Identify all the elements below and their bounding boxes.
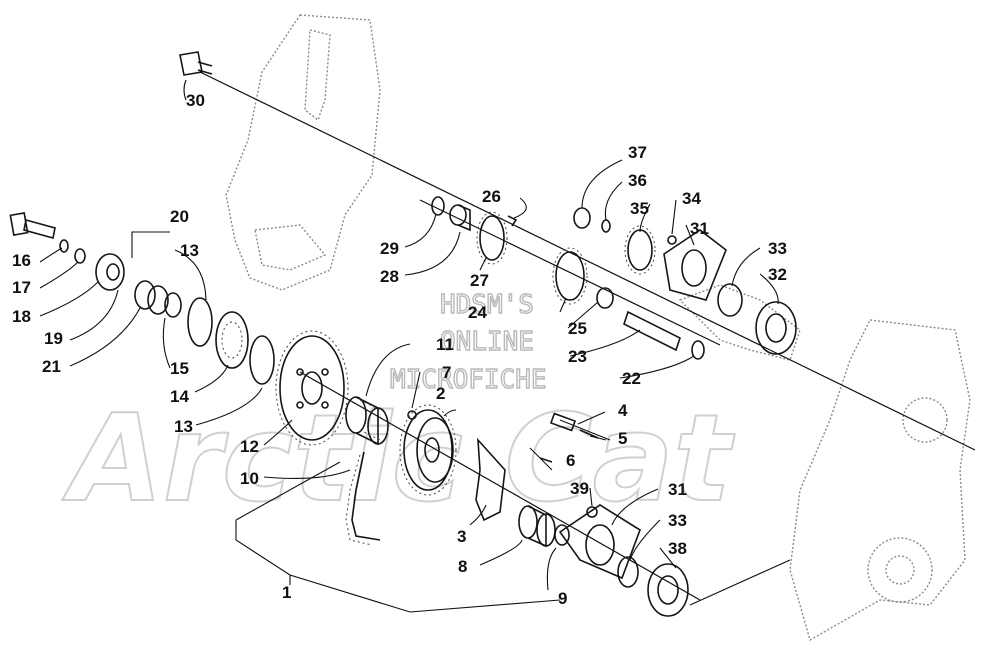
part-18-washer: [74, 248, 86, 264]
watermark: Arctic Cat HDSM'S ONLINE MICROFICHE: [61, 289, 737, 530]
callout-14: 14: [170, 387, 189, 406]
watermark-line-1: HDSM'S: [440, 290, 534, 320]
part-4-pin: [549, 412, 577, 432]
callout-21: 21: [42, 357, 61, 376]
case-housing-left: [225, 14, 381, 291]
callout-9: 9: [558, 589, 567, 608]
part-38-bearing: [647, 563, 689, 617]
watermark-line-2: ONLINE: [440, 327, 534, 357]
part-16-bolt: [9, 212, 56, 239]
part-31-bearing-flange-lower: [558, 504, 641, 580]
callout-13-lower: 13: [174, 417, 193, 436]
part-19-retainer-cup: [95, 253, 125, 291]
part-39-nut: [586, 506, 598, 518]
callout-33-upper: 33: [768, 239, 787, 258]
callout-5: 5: [618, 429, 627, 448]
part-9-washer: [554, 524, 570, 546]
part-17-lock-washer: [59, 239, 69, 253]
callout-36: 36: [628, 171, 647, 190]
part-11-splined-hub: [345, 396, 389, 446]
part-14-needle-bearing: [215, 311, 249, 369]
part-24-gear: [552, 247, 588, 305]
callout-24: 24: [468, 303, 487, 322]
callout-12: 12: [240, 437, 259, 456]
part-13-thrust-washer-upper: [187, 297, 213, 347]
part-37-nut: [573, 207, 591, 229]
callout-1: 1: [282, 583, 291, 602]
case-housing-right: [678, 284, 971, 642]
watermark-brand: Arctic Cat: [62, 390, 736, 529]
callout-4: 4: [618, 401, 628, 420]
part-15-snap-ring: [164, 292, 182, 318]
callout-30: 30: [186, 91, 205, 110]
part-13-thrust-washer-lower: [249, 335, 275, 385]
watermark-line-3: MICROFICHE: [390, 365, 547, 395]
callout-18: 18: [12, 307, 31, 326]
part-25-bushing: [596, 287, 614, 309]
callout-20: 20: [170, 207, 189, 226]
callout-11: 11: [436, 335, 454, 354]
part-28-bushing: [449, 204, 471, 232]
callout-8: 8: [458, 557, 467, 576]
part-33-o-ring-lower: [617, 556, 639, 588]
part-31-bearing-flange-upper: [663, 229, 727, 301]
callout-37: 37: [628, 143, 647, 162]
callout-17: 17: [12, 278, 31, 297]
callout-6: 6: [566, 451, 575, 470]
callout-38: 38: [668, 539, 687, 558]
callout-25: 25: [568, 319, 587, 338]
callout-13-upper: 13: [180, 241, 199, 260]
callout-10: 10: [240, 469, 259, 488]
callout-34: 34: [682, 189, 701, 208]
part-26-key: [507, 215, 518, 227]
callout-15: 15: [170, 359, 189, 378]
callout-35: 35: [630, 199, 649, 218]
callout-16: 16: [12, 251, 31, 270]
part-21-spring-rings: [134, 280, 169, 315]
part-29-washer: [431, 196, 445, 216]
callout-31-upper: 31: [690, 219, 709, 238]
callout-28: 28: [380, 267, 399, 286]
callout-19: 19: [44, 329, 63, 348]
leader-lines: [39, 79, 791, 613]
callout-31-lower: 31: [668, 480, 687, 499]
part-2-drive-gear: [399, 404, 457, 496]
part-12-driven-sprocket: [275, 330, 349, 446]
part-10-drive-chain: [345, 451, 381, 546]
part-5-spring: [579, 429, 599, 439]
part-8-bearing: [518, 505, 556, 548]
callout-labels: 1 2 3 4 5 6 7 8 9 10 11 12 13 13 14 15 1…: [12, 91, 787, 608]
callout-22: 22: [622, 369, 641, 388]
callout-26: 26: [482, 187, 501, 206]
callout-3: 3: [457, 527, 466, 546]
part-32-bearing: [755, 301, 797, 355]
part-23-shaft-sleeve: [623, 310, 681, 352]
part-33-o-ring-upper: [717, 283, 743, 317]
part-27-gear: [476, 211, 508, 265]
callout-29: 29: [380, 239, 399, 258]
part-30-bolt: [179, 51, 213, 76]
callout-7: 7: [442, 363, 451, 382]
callout-27: 27: [470, 271, 489, 290]
callout-2: 2: [436, 384, 445, 403]
callout-23: 23: [568, 347, 587, 366]
part-36-washer: [601, 219, 611, 233]
callout-39: 39: [570, 479, 589, 498]
part-6-pin: [539, 457, 553, 463]
callout-33-lower: 33: [668, 511, 687, 530]
part-35-gear: [624, 225, 656, 275]
part-3-tensioner-plate: [475, 437, 506, 522]
callout-32: 32: [768, 265, 787, 284]
part-22-washer: [691, 340, 705, 360]
part-34-nut: [667, 235, 677, 245]
